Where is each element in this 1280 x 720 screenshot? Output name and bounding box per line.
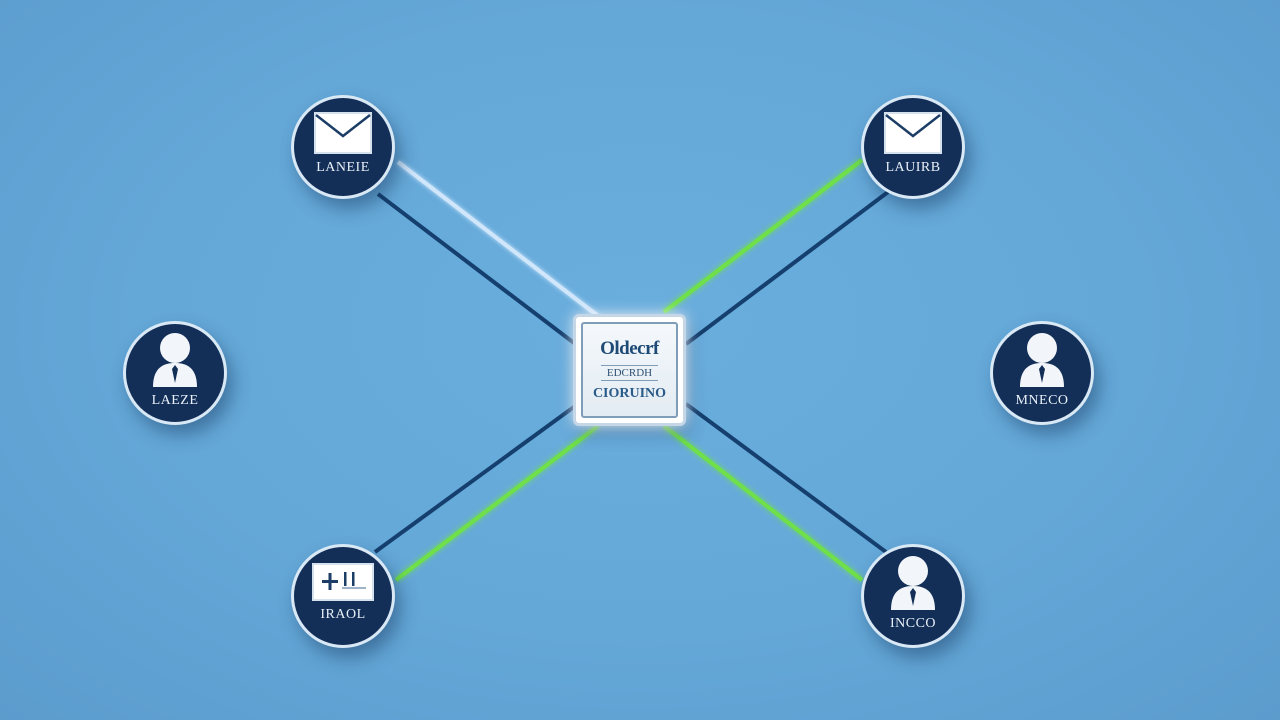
node-bottom-left[interactable]: IRAOL — [291, 544, 395, 648]
link-bottom-right-green — [662, 424, 864, 582]
link-bottom-right-dark — [684, 402, 888, 554]
link-top-left-dark — [376, 192, 580, 348]
link-bottom-left-green — [394, 424, 600, 582]
document-icon — [312, 563, 374, 601]
envelope-icon — [884, 112, 942, 154]
user-icon — [1020, 333, 1064, 387]
hub-title: Oldecrf — [600, 338, 659, 359]
link-bottom-left-dark — [373, 402, 580, 554]
node-mid-left[interactable]: LAEZE — [123, 321, 227, 425]
node-label: INCCO — [889, 616, 937, 631]
hub-panel: Oldecrf EDCRDH CIORUINO — [581, 322, 678, 418]
node-label: IRAOL — [320, 607, 366, 622]
user-icon — [153, 333, 197, 387]
link-top-left-light — [396, 160, 600, 318]
node-label: LANEIE — [316, 160, 370, 175]
hub-footer: CIORUINO — [592, 386, 667, 401]
node-label: LAEZE — [151, 393, 199, 408]
central-hub[interactable]: Oldecrf EDCRDH CIORUINO — [573, 314, 686, 426]
envelope-icon — [314, 112, 372, 154]
node-label: LAUIRB — [885, 160, 941, 175]
node-top-left[interactable]: LANEIE — [291, 95, 395, 199]
node-bottom-right[interactable]: INCCO — [861, 544, 965, 648]
hub-subtitle: EDCRDH — [600, 365, 659, 381]
user-icon — [891, 556, 935, 610]
link-top-right-green — [662, 158, 864, 314]
node-label: MNECO — [1015, 393, 1069, 408]
link-top-right-dark — [684, 190, 890, 346]
node-top-right[interactable]: LAUIRB — [861, 95, 965, 199]
node-mid-right[interactable]: MNECO — [990, 321, 1094, 425]
